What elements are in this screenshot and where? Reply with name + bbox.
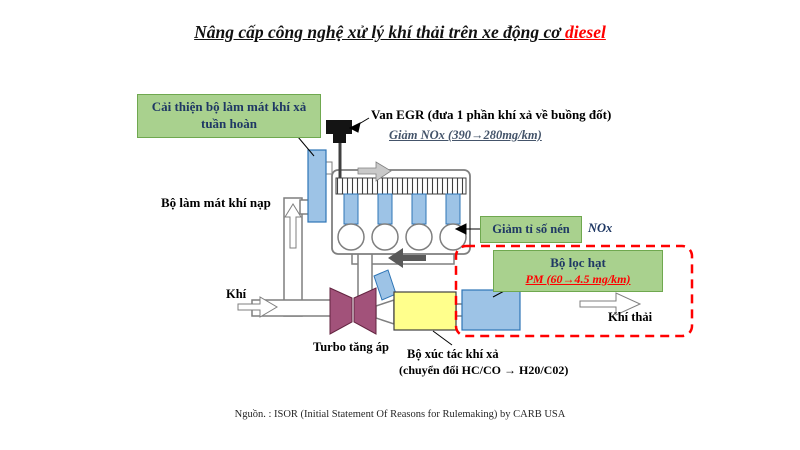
- turbo-compressor: [329, 287, 353, 335]
- label-turbo: Turbo tăng áp: [313, 340, 389, 354]
- page-title: Nâng cấp công nghệ xử lý khí thải trên x…: [0, 22, 800, 43]
- callout-lines: [297, 117, 507, 346]
- label-intake-cooler: Bộ làm mát khí nạp: [161, 195, 271, 210]
- intake-manifold-rail: [335, 177, 467, 195]
- callout-dpf-line1: Bộ lọc hạt: [550, 254, 606, 270]
- label-catalyst-note: (chuyển đổi HC/CO → H20/C02): [399, 363, 569, 377]
- exhaust-downpipe: [357, 251, 373, 297]
- cylinders: [337, 223, 467, 251]
- label-catalyst: Bộ xúc tác khí xả: [407, 347, 499, 361]
- intake-up-arrow-icon: [284, 203, 302, 249]
- egr-valve-icon: [326, 120, 352, 178]
- label-nox-reduction: Giảm NOx (390→280mg/km): [389, 128, 542, 142]
- exhaust-out-arrow-icon: [579, 292, 642, 316]
- callout-egr-cooler: Cải thiện bộ làm mát khí xả tuần hoàn: [137, 94, 321, 138]
- injector-ports: [343, 193, 461, 225]
- exhaust-left-arrow-icon: [388, 248, 426, 268]
- title-emphasis: diesel: [565, 22, 606, 42]
- particulate-filter: [461, 289, 521, 331]
- callout-compression-text: Giảm tỉ số nén: [492, 222, 570, 236]
- callout-dpf-line2: PM (60→4.5 mg/km): [525, 271, 631, 286]
- egr-cooler: [307, 149, 327, 223]
- label-nox: NOx: [588, 221, 613, 235]
- turbo-actuator: [373, 269, 397, 301]
- label-van-egr: Van EGR (đưa 1 phần khí xả về buồng đốt): [371, 107, 612, 122]
- callout-compression: Giảm tỉ số nén: [480, 216, 582, 243]
- cooler-bridge: [325, 161, 333, 175]
- air-in-arrow-icon: [237, 296, 278, 318]
- turbo-outlet-pipe: [375, 298, 395, 326]
- turbo-turbine: [353, 287, 377, 335]
- title-main: Nâng cấp công nghệ xử lý khí thải trên x…: [194, 22, 566, 42]
- callout-dpf: Bộ lọc hạt PM (60→4.5 mg/km): [493, 250, 663, 292]
- callout-egr-cooler-line1: Cải thiện bộ làm mát khí xả: [151, 99, 307, 115]
- label-air-in: Khí: [226, 287, 247, 301]
- manifold-flow-arrow-icon: [357, 161, 392, 182]
- source-note: Nguồn. : ISOR (Initial Statement Of Reas…: [234, 409, 566, 420]
- catalytic-converter: [393, 291, 457, 331]
- label-exhaust-out: Khí thải: [608, 310, 653, 324]
- dpf-highlight-box: [454, 244, 694, 338]
- callout-egr-cooler-line2: tuần hoàn: [201, 116, 257, 131]
